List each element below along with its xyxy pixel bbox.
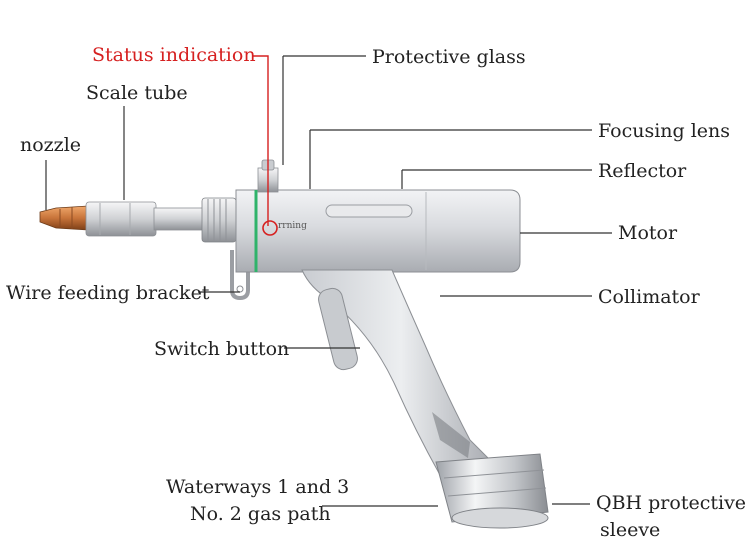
leader-reflector	[401, 169, 592, 189]
label-status-indication: Status indication	[92, 44, 256, 66]
wire-bracket-part	[230, 250, 250, 301]
status-indicator-icon	[262, 220, 278, 236]
label-qbh-protective: QBH protective	[596, 492, 747, 514]
label-qbh-sleeve: sleeve	[600, 519, 661, 541]
label-switch-button: Switch button	[154, 338, 290, 360]
label-focusing-lens: Focusing lens	[598, 120, 731, 142]
body-logo-text: rrning	[278, 221, 307, 231]
label-scale-tube: Scale tube	[86, 82, 188, 104]
label-protective-glass: Protective glass	[372, 46, 526, 68]
label-collimator: Collimator	[598, 286, 700, 308]
gun-body	[235, 159, 521, 273]
label-waterways: Waterways 1 and 3	[166, 476, 350, 498]
leader-focusing-lens	[309, 129, 592, 189]
label-reflector: Reflector	[598, 160, 687, 182]
leader-status-indication	[252, 55, 269, 226]
nozzle-part	[39, 205, 89, 231]
label-gas-path: No. 2 gas path	[190, 503, 331, 525]
label-motor: Motor	[618, 222, 678, 244]
threaded-collar	[201, 197, 237, 243]
switch-button-part	[318, 287, 358, 371]
qbh-sleeve-part	[435, 453, 549, 529]
label-nozzle: nozzle	[20, 134, 82, 156]
scale-tube-part	[85, 201, 205, 237]
label-wire-feeding-bracket: Wire feeding bracket	[6, 282, 210, 304]
